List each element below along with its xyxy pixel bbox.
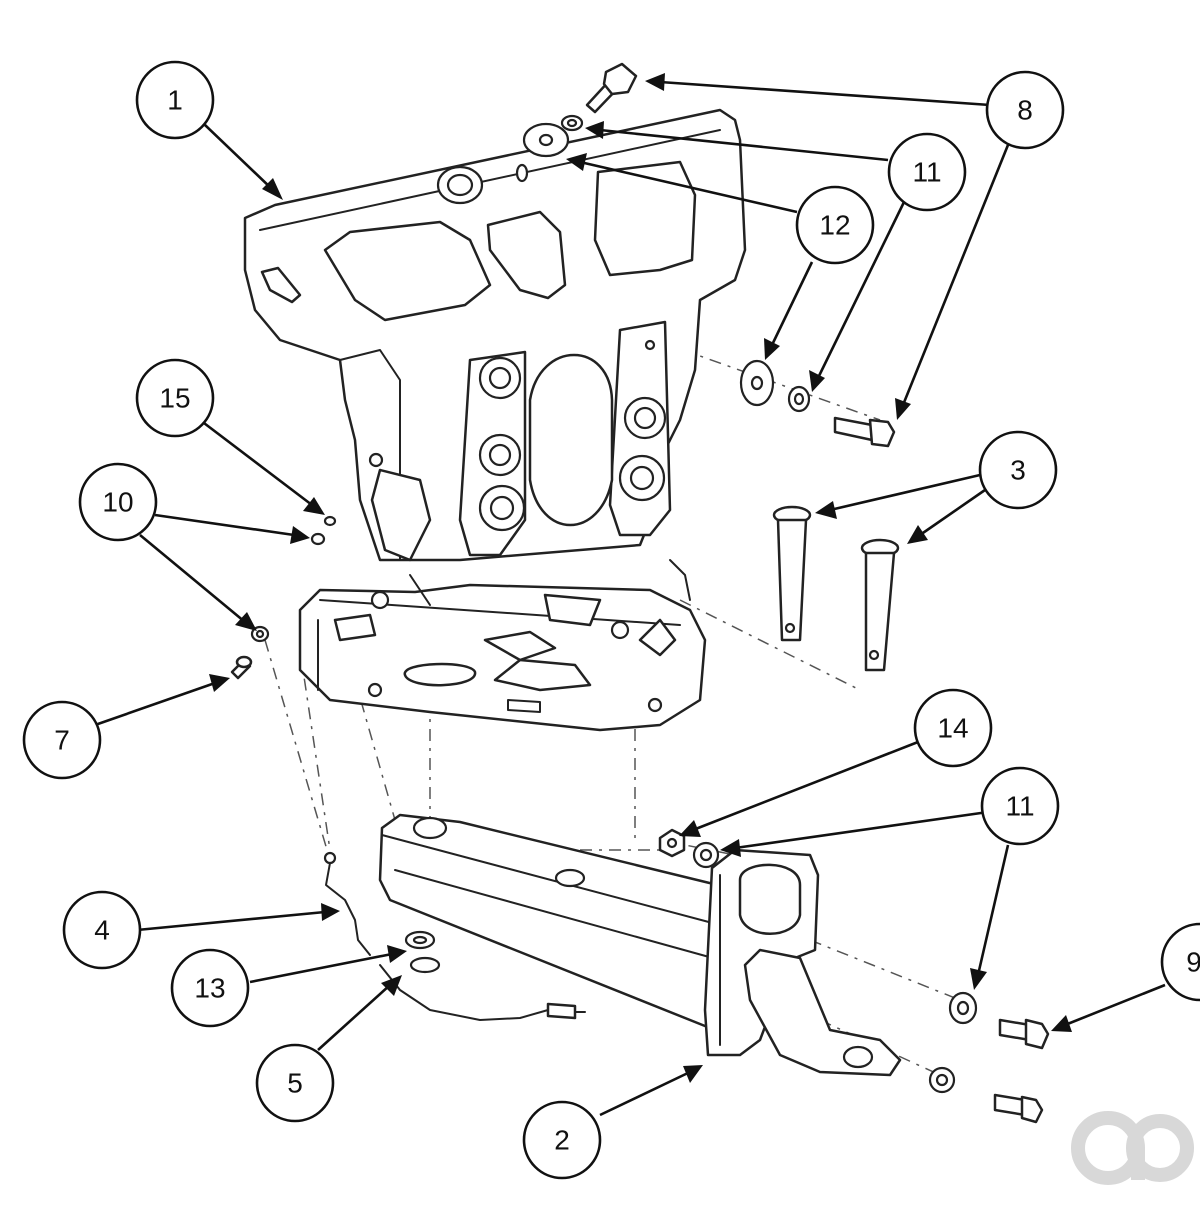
wiring-lead-part — [379, 964, 586, 1021]
callout-14: 14 — [913, 688, 993, 768]
callout-10-label: 10 — [102, 487, 133, 518]
drawbar-part — [378, 813, 902, 1077]
callout-8: 8 — [985, 70, 1065, 150]
callout-9: 9 — [1160, 922, 1200, 1002]
lock-washer-right — [787, 385, 811, 413]
callout-11-top: 11 — [887, 132, 967, 212]
callout-2: 2 — [522, 1100, 602, 1180]
washer-top-flat — [522, 122, 570, 158]
leader-lines — [94, 73, 1166, 1117]
callout-12: 12 — [795, 185, 875, 265]
hex-bolt-right — [833, 416, 896, 448]
hex-bolt-top — [585, 62, 638, 114]
callout-5: 5 — [255, 1043, 335, 1123]
pin-right — [860, 538, 900, 672]
callout-1-label: 1 — [167, 85, 183, 116]
small-washer-10b — [250, 625, 270, 643]
callout-10: 10 — [78, 462, 158, 542]
flat-washer-right — [739, 359, 775, 407]
callout-15: 15 — [135, 358, 215, 438]
washer-right-lower — [948, 991, 978, 1025]
nut-14 — [658, 828, 686, 858]
callout-4-label: 4 — [94, 915, 110, 946]
bolt-9a — [998, 1018, 1050, 1050]
callout-8-label: 8 — [1017, 95, 1033, 126]
watermark-logo — [1071, 1111, 1194, 1185]
callout-14-label: 14 — [937, 713, 968, 744]
callout-3: 3 — [978, 430, 1058, 510]
callout-2-label: 2 — [554, 1125, 570, 1156]
clip-pin-part — [323, 851, 371, 956]
callout-1: 1 — [135, 60, 215, 140]
grommet-part — [404, 930, 441, 974]
small-nut-15 — [323, 515, 337, 527]
callout-11-bottom-label: 11 — [1005, 791, 1034, 822]
callout-11-top-label: 11 — [912, 157, 941, 188]
callout-12-label: 12 — [819, 210, 850, 241]
mount-bracket-part — [243, 108, 747, 732]
lock-washer-11b — [692, 841, 720, 869]
washer-top-small — [560, 114, 584, 132]
small-washer-10a — [310, 532, 326, 546]
pin-left — [772, 505, 812, 642]
callout-11-bottom: 11 — [980, 766, 1060, 846]
callout-5-label: 5 — [287, 1068, 303, 1099]
callout-7-label: 7 — [54, 725, 70, 756]
bolt-9b — [993, 1093, 1044, 1124]
callout-3-label: 3 — [1010, 455, 1026, 486]
callout-13: 13 — [170, 948, 250, 1028]
callout-4: 4 — [62, 890, 142, 970]
washer-right-bottom — [928, 1066, 956, 1094]
callout-9-label: 9 — [1186, 947, 1200, 978]
callout-13-label: 13 — [194, 973, 225, 1004]
small-bolt-7 — [230, 655, 253, 680]
callout-7: 7 — [22, 700, 102, 780]
callout-15-label: 15 — [159, 383, 190, 414]
